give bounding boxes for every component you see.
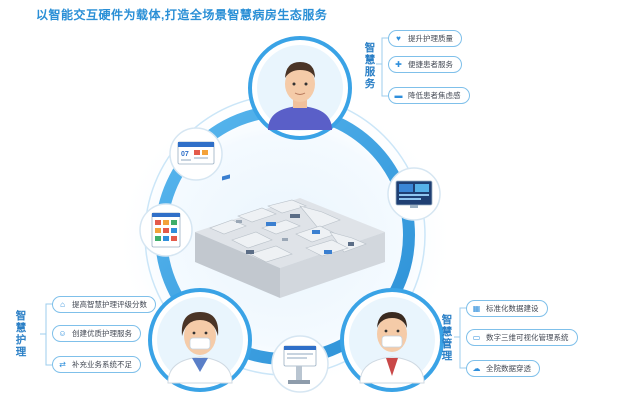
nurse-avatar xyxy=(148,288,252,392)
nursing-item-quality-service: ☺ 创建优质护理服务 xyxy=(52,325,141,342)
heart-hand-icon: ♥ xyxy=(396,34,401,43)
grid-icon: ▦ xyxy=(472,304,481,313)
home-icon: ⌂ xyxy=(60,300,65,309)
nursing-group-label: 智慧护理 xyxy=(15,310,27,358)
doctor-avatar xyxy=(248,36,352,140)
nurse-icon: ☺ xyxy=(58,329,67,338)
management-item-data-standard: ▦ 标准化数据建设 xyxy=(466,300,548,317)
cloud-icon: ☁ xyxy=(472,364,481,373)
service-bracket xyxy=(376,37,388,97)
dashboard-monitor-device xyxy=(387,167,441,221)
service-item-convenience: ✚ 便捷患者服务 xyxy=(388,56,462,73)
workflow-icon: ⇄ xyxy=(59,360,66,369)
bed-icon: ▬ xyxy=(394,91,403,100)
service-item-label: 提升护理质量 xyxy=(408,34,453,43)
management-group-label: 智慧管理 xyxy=(441,314,453,362)
nursing-cart-device xyxy=(271,335,329,393)
bedside-card-device: 07 xyxy=(169,127,223,181)
service-item-anxiety: ▬ 降低患者焦虑感 xyxy=(388,87,470,104)
service-item-label: 便捷患者服务 xyxy=(408,60,453,69)
monitor-icon: ▭ xyxy=(472,333,481,342)
administrator-avatar xyxy=(340,288,444,392)
nursing-item-label: 补充业务系统不足 xyxy=(72,360,132,369)
management-item-label: 全院数据穿透 xyxy=(486,364,531,373)
management-item-data-penetration: ☁ 全院数据穿透 xyxy=(466,360,540,377)
management-item-label: 数字三维可视化管理系统 xyxy=(486,333,569,342)
page-headline: 以智能交互硬件为载体,打造全场景智慧病房生态服务 xyxy=(36,8,328,22)
hospital-floor-plan xyxy=(195,174,385,298)
management-bracket xyxy=(454,307,466,369)
nurse-station-screen-device xyxy=(139,203,193,257)
service-group-label: 智慧服务 xyxy=(364,42,376,90)
nursing-item-rating: ⌂ 提高智慧护理评级分数 xyxy=(52,296,156,313)
nursing-bracket xyxy=(40,303,52,366)
nursing-item-label: 创建优质护理服务 xyxy=(72,329,132,338)
management-item-label: 标准化数据建设 xyxy=(486,304,539,313)
patient-support-icon: ✚ xyxy=(395,60,402,69)
nursing-item-label: 提高智慧护理评级分数 xyxy=(72,300,147,309)
service-item-label: 降低患者焦虑感 xyxy=(408,91,461,100)
management-item-3d-visualization: ▭ 数字三维可视化管理系统 xyxy=(466,329,578,346)
nursing-item-system-gap: ⇄ 补充业务系统不足 xyxy=(52,356,141,373)
service-item-quality: ♥ 提升护理质量 xyxy=(388,30,462,47)
bedside-card-number: 07 xyxy=(181,151,189,158)
